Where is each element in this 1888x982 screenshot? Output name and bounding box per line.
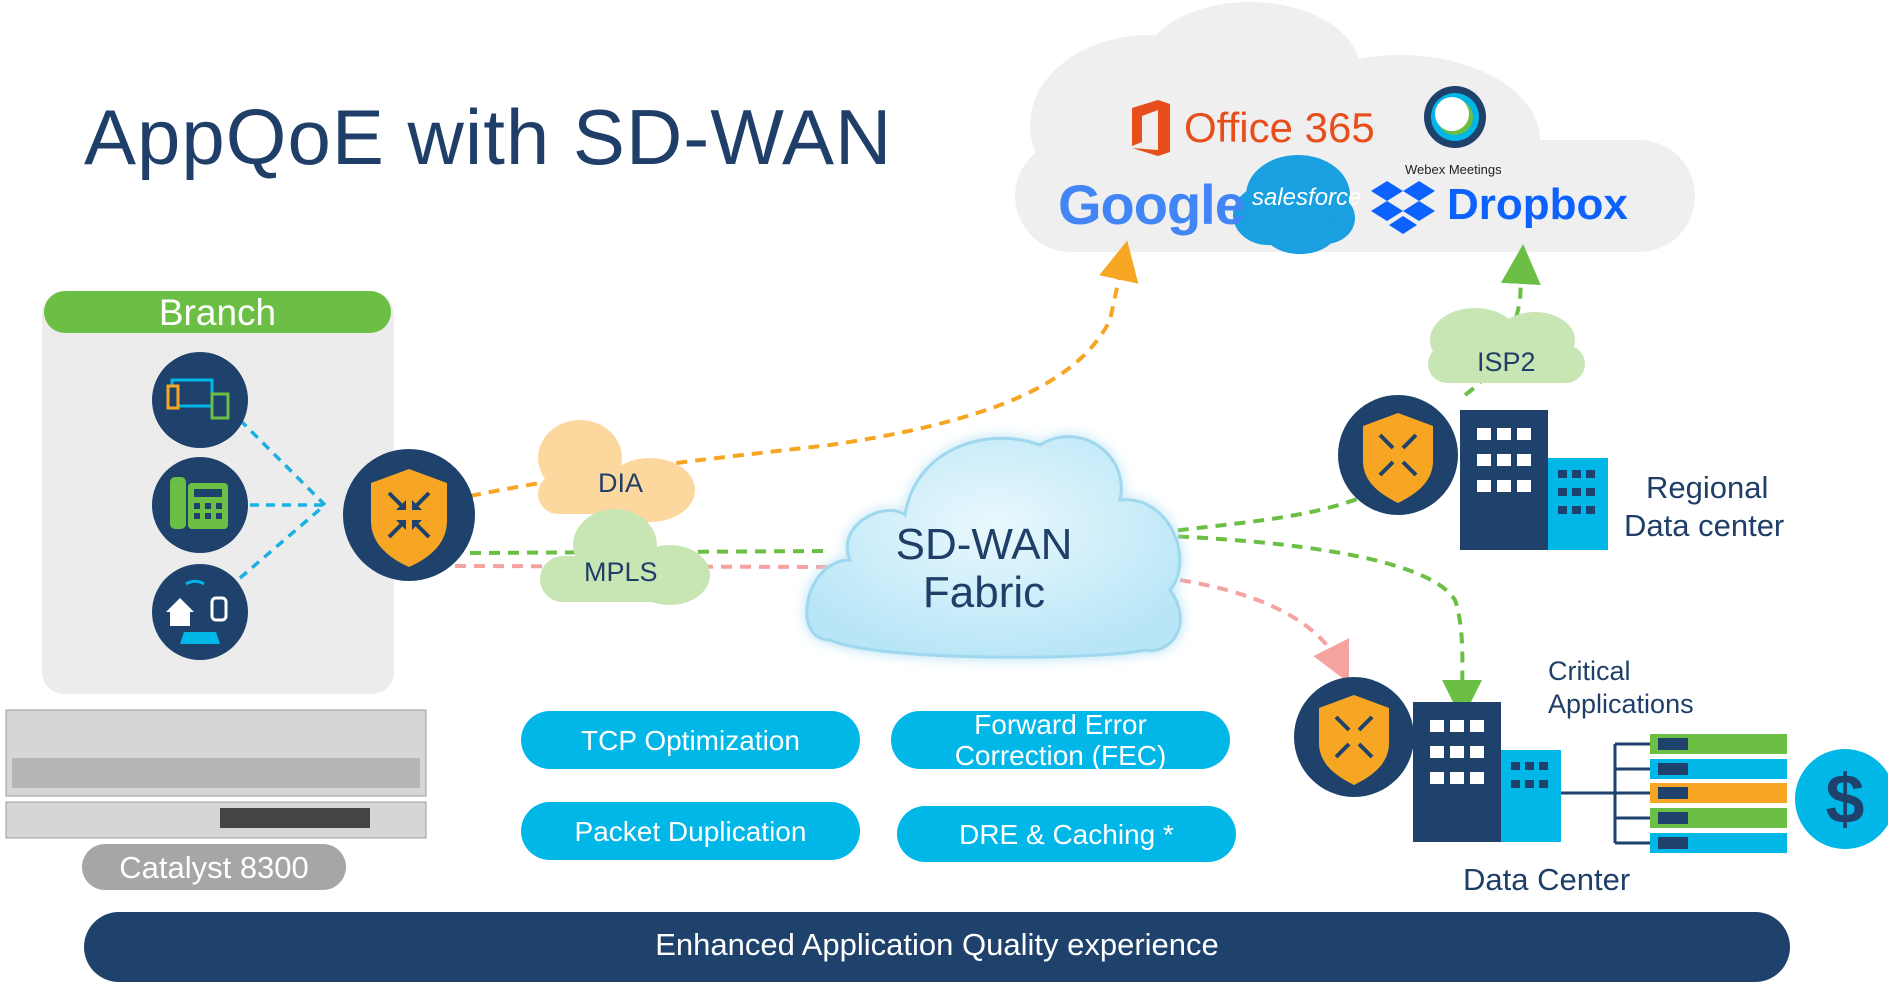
salesforce-logo (1233, 155, 1355, 254)
server-rack-icon (1561, 734, 1787, 853)
mpls-label: MPLS (584, 557, 658, 587)
fec-label-line2: Correction (FEC) (954, 740, 1167, 771)
iot-icon (152, 564, 248, 660)
branch-links (238, 418, 327, 580)
salmon-path-left (454, 564, 831, 569)
router-shield-icon (1338, 395, 1458, 515)
sdwan-label-line1: SD-WAN (895, 520, 1073, 569)
sdwan-cloud (805, 435, 1182, 659)
regional-label-line2: Data center (1624, 508, 1785, 543)
building-icon (1413, 702, 1561, 842)
tcp-optimization-pill: TCP Optimization (521, 711, 860, 769)
dia-cloud (538, 420, 695, 522)
isp2-label: ISP2 (1477, 347, 1536, 377)
building-icon (1460, 410, 1608, 550)
footer-bar: Enhanced Application Quality experience (84, 912, 1790, 982)
isp2-cloud (1428, 308, 1585, 383)
sdwan-label-line2: Fabric (922, 568, 1046, 617)
packet-duplication-pill: Packet Duplication (521, 802, 860, 860)
dropbox-icon (1371, 181, 1435, 234)
webex-icon (1424, 86, 1486, 148)
google-logo: Google (1058, 173, 1246, 236)
page-title: AppQoE with SD-WAN (84, 93, 893, 181)
office365-label: Office 365 (1184, 104, 1375, 151)
webex-label: Webex Meetings (1405, 162, 1502, 177)
dia-label: DIA (598, 468, 644, 498)
fec-label-line1: Forward Error (974, 709, 1147, 740)
green-path-dc (1139, 533, 1483, 720)
fec-pill: Forward Error Correction (FEC) (891, 709, 1230, 771)
salmon-path-dc (1179, 578, 1349, 683)
phone-icon (152, 457, 248, 553)
mpls-cloud (540, 509, 710, 605)
regional-label-line1: Regional (1646, 470, 1769, 505)
catalyst-chassis (5, 709, 427, 839)
dollar-icon: $ (1795, 749, 1888, 849)
packet-duplication-label: Packet Duplication (574, 815, 807, 847)
dre-caching-label: DRE & Caching * (959, 818, 1174, 850)
critical-label-line2: Applications (1548, 689, 1694, 719)
svg-text:$: $ (1826, 760, 1865, 838)
branch-header: Branch (44, 291, 391, 333)
dre-caching-pill: DRE & Caching * (897, 806, 1236, 862)
router-shield-icon (1294, 677, 1414, 797)
office365-icon (1132, 100, 1170, 156)
devices-icon (152, 352, 248, 448)
dropbox-label: Dropbox (1447, 180, 1628, 229)
tcp-optimization-label: TCP Optimization (581, 724, 800, 756)
salesforce-label: salesforce (1252, 184, 1362, 211)
catalyst-label: Catalyst 8300 (82, 844, 346, 890)
green-path-regional (1139, 496, 1361, 537)
dc-label: Data Center (1463, 862, 1631, 897)
critical-label-line1: Critical (1548, 656, 1631, 686)
router-shield-icon (343, 449, 475, 581)
